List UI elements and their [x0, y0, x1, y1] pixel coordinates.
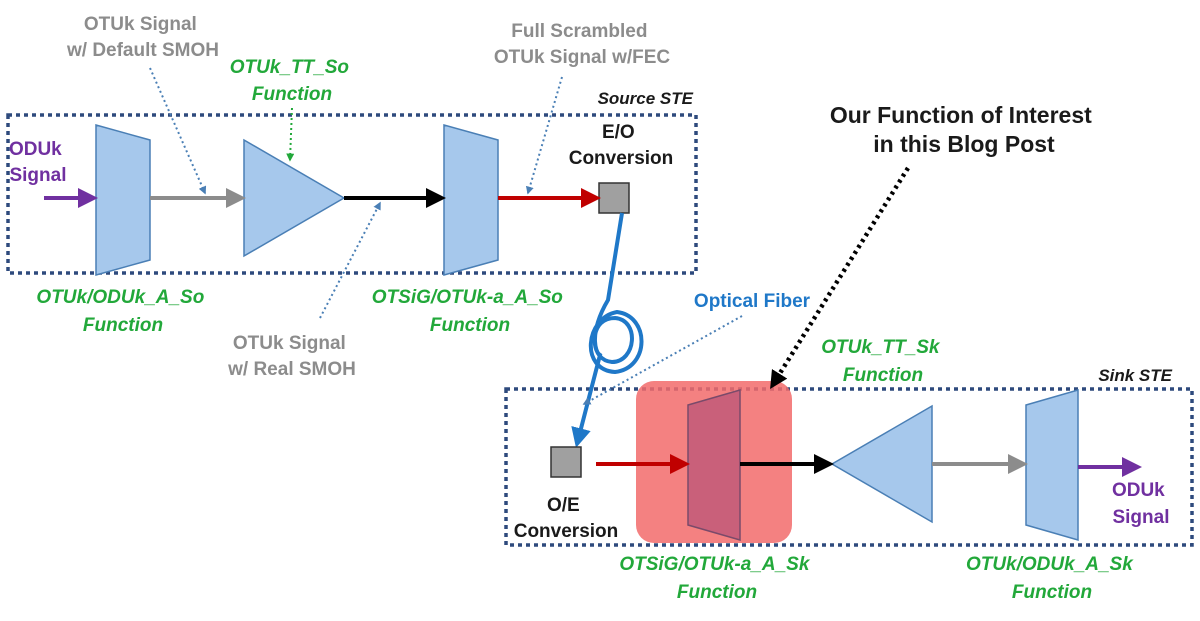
otsig-otuk-a-sk-block [687, 389, 741, 541]
label-oduk-signal-out: ODUk Signal [1112, 480, 1170, 528]
otuk-oduk-a-so-block [95, 124, 151, 276]
label-otsig-otuk-a-so: OTSiG/OTUk-a_A_So Function [372, 287, 568, 336]
otuk-tt-sk-triangle [830, 404, 933, 524]
callout-real-smoh [319, 201, 381, 319]
label-eo-conversion: E/O Conversion [569, 122, 674, 169]
label-source-ste: Source STE [598, 89, 694, 108]
callout-function-interest [770, 166, 910, 390]
label-otuk-oduk-a-so: OTUk/ODUk_A_So Function [36, 287, 209, 336]
otsig-otuk-a-so-block [443, 124, 499, 276]
label-default-smoh: OTUk Signal w/ Default SMOH [66, 14, 219, 61]
eo-converter-box [598, 182, 630, 214]
label-oe-conversion: O/E Conversion [514, 495, 619, 542]
callout-default-smoh [149, 67, 207, 195]
callout-full-scrambled [525, 76, 563, 195]
otuk-oduk-a-sk-block [1025, 389, 1079, 541]
label-optical-fiber: Optical Fiber [694, 291, 811, 312]
label-otsig-otuk-a-sk: OTSiG/OTUk-a_A_Sk Function [619, 554, 814, 603]
label-real-smoh: OTUk Signal w/ Real SMOH [227, 333, 356, 380]
label-oduk-signal-in: ODUk Signal [9, 139, 67, 186]
label-otuk-tt-so: OTUk_TT_So Function [230, 57, 355, 105]
label-full-scrambled: Full Scrambled OTUk Signal w/FEC [494, 21, 671, 68]
label-otuk-tt-sk: OTUk_TT_Sk Function [821, 337, 945, 386]
label-function-of-interest: Our Function of Interest in this Blog Po… [830, 102, 1098, 157]
label-otuk-oduk-a-sk: OTUk/ODUk_A_Sk Function [966, 554, 1138, 603]
label-sink-ste: Sink STE [1098, 366, 1172, 385]
optical-fiber-loop [588, 309, 644, 375]
optical-fiber-line [571, 212, 634, 448]
source-ste-box [6, 113, 698, 275]
callout-tt-so [286, 107, 295, 162]
callout-optical-fiber [582, 315, 743, 405]
otuk-tt-so-triangle [243, 138, 346, 258]
oe-converter-box [550, 446, 582, 478]
sink-ste-box [504, 387, 1194, 547]
